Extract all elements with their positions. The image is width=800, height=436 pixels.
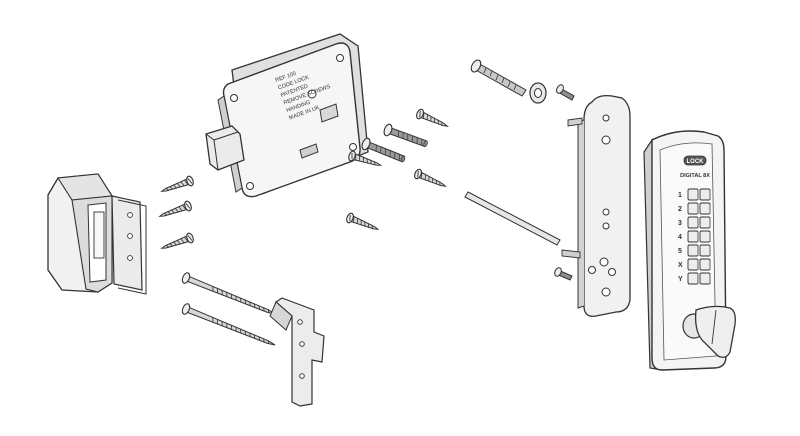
keypad-button: [687, 216, 699, 229]
keypad-button: [699, 258, 711, 271]
keypad-button: [699, 230, 711, 243]
screw-icon: [412, 167, 448, 192]
screw-icon: [554, 267, 573, 281]
key-label: 2: [678, 206, 682, 213]
keypad-button: [687, 188, 699, 201]
key-label: 3: [678, 220, 682, 227]
chest-housing: [47, 173, 147, 295]
strike-plate: [269, 297, 325, 407]
brand-badge: [683, 155, 707, 166]
screw-icon: [159, 174, 196, 197]
keypad-button: [687, 230, 699, 243]
turn-knob: [682, 305, 736, 358]
keypad-button: [699, 244, 711, 257]
screw-icon: [556, 84, 575, 101]
screw-icon: [344, 211, 381, 235]
keypad-button: [699, 188, 711, 201]
brand-text: LOCK: [687, 159, 705, 165]
key-label: Y: [678, 276, 683, 283]
key-label: 5: [678, 248, 682, 255]
keypad-button: [699, 202, 711, 215]
bolt-icon: [382, 122, 430, 151]
screw-icon: [414, 107, 450, 132]
keypad-button: [687, 272, 699, 285]
keypad-button: [687, 258, 699, 271]
lock-body: REF 100 CODE LOCK PATENTED REMOVE SCREWS…: [205, 33, 369, 198]
keypad-button: [699, 272, 711, 285]
model-text: DIGITAL 8X: [680, 173, 710, 179]
keypad-button: [687, 244, 699, 257]
spindle-rod: [464, 191, 561, 246]
key-label: 1: [678, 192, 682, 199]
keypad-button: [699, 216, 711, 229]
bolt-icon: [470, 59, 527, 97]
keypad-buttons: [687, 188, 711, 285]
back-plate: [561, 94, 631, 317]
screw-icon: [157, 199, 194, 222]
washer-icon: [529, 82, 547, 104]
keypad-button: [687, 202, 699, 215]
keypad-unit: LOCK DIGITAL 8X 1 2 3 4 5 X Y: [643, 130, 736, 371]
key-label: X: [678, 262, 683, 269]
screw-icon: [159, 231, 196, 254]
key-label: 4: [678, 234, 682, 241]
